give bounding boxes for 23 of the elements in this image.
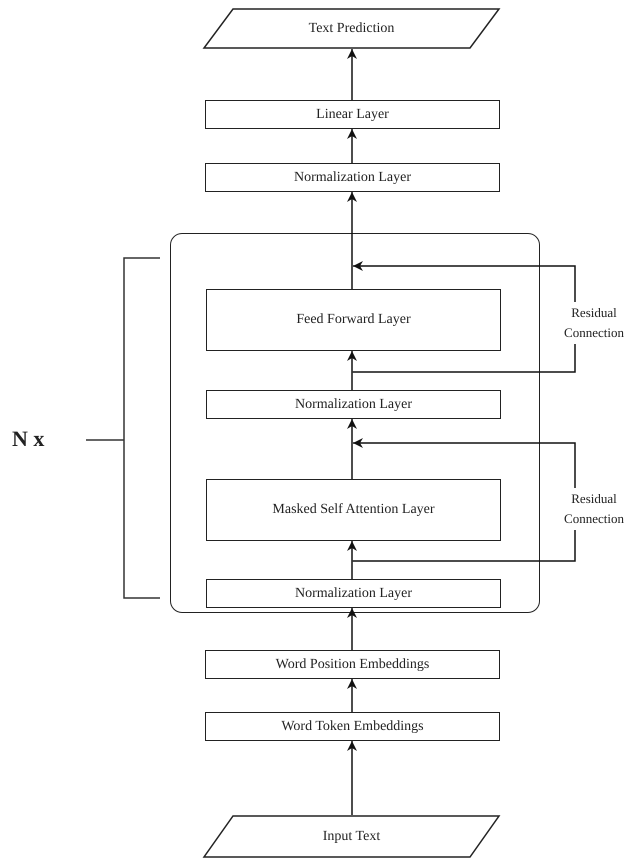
layer-box: Word Token Embeddings <box>205 712 500 741</box>
layer-box: Normalization Layer <box>205 163 500 192</box>
arrow <box>347 741 357 815</box>
arrow <box>347 679 357 712</box>
output-parallelogram: Text Prediction <box>203 8 500 49</box>
arrow <box>347 192 357 289</box>
layer-box: Feed Forward Layer <box>206 289 501 351</box>
arrow <box>347 351 357 390</box>
layer-box: Word Position Embeddings <box>205 650 500 679</box>
repeat-count-label: N x <box>12 426 44 452</box>
arrow <box>347 541 357 579</box>
input-parallelogram: Input Text <box>203 815 500 858</box>
layer-box: Normalization Layer <box>206 579 501 608</box>
arrow <box>347 608 357 650</box>
arrow <box>347 49 357 100</box>
arrow <box>353 261 576 302</box>
arrow <box>347 419 357 479</box>
layer-box: Linear Layer <box>205 100 500 129</box>
arrow <box>353 438 576 488</box>
layer-box: Normalization Layer <box>206 390 501 419</box>
layer-box: Masked Self Attention Layer <box>206 479 501 541</box>
arrow <box>347 129 357 163</box>
repeated-block-container <box>170 233 540 613</box>
